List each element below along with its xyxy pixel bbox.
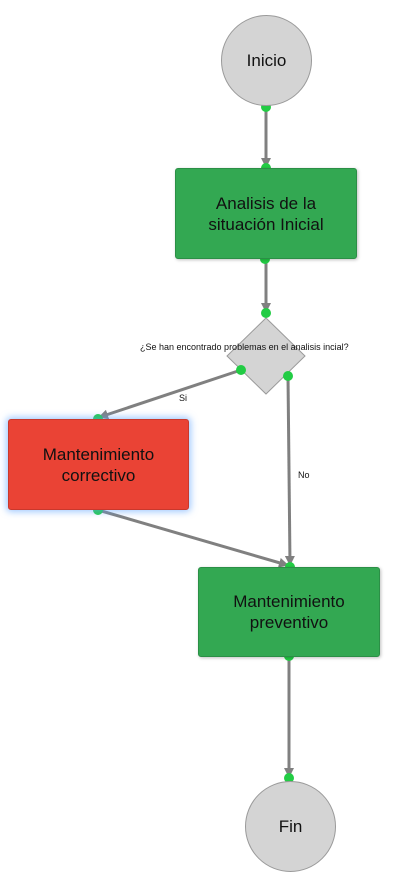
connector-dot (261, 308, 271, 318)
edge-corrective-to-preventive (97, 508, 289, 568)
edge-decision-to-corrective (98, 368, 242, 420)
start-node[interactable]: Inicio (221, 15, 312, 106)
corrective-node[interactable]: Mantenimiento correctivo (8, 419, 189, 510)
decision-label: ¿Se han encontrado problemas en el anali… (140, 342, 349, 352)
connector-dot (284, 773, 294, 783)
connector-dot (283, 371, 293, 381)
no-edge-label: No (298, 470, 310, 480)
preventive-node-label: Mantenimiento preventivo (233, 592, 345, 632)
edge-decision-to-preventive (284, 375, 295, 566)
preventive-node[interactable]: Mantenimiento preventivo (198, 567, 380, 657)
analysis-node[interactable]: Analisis de la situación Inicial (175, 168, 357, 259)
corrective-node-label: Mantenimiento correctivo (42, 444, 155, 485)
analysis-node-label: Analisis de la situación Inicial (208, 193, 324, 234)
decision-diamond[interactable] (226, 317, 306, 395)
connector-dot (236, 365, 246, 375)
start-node-label: Inicio (246, 51, 287, 70)
end-node[interactable]: Fin (245, 781, 336, 872)
yes-edge-label: Si (179, 393, 188, 403)
end-node-label: Fin (278, 817, 303, 836)
